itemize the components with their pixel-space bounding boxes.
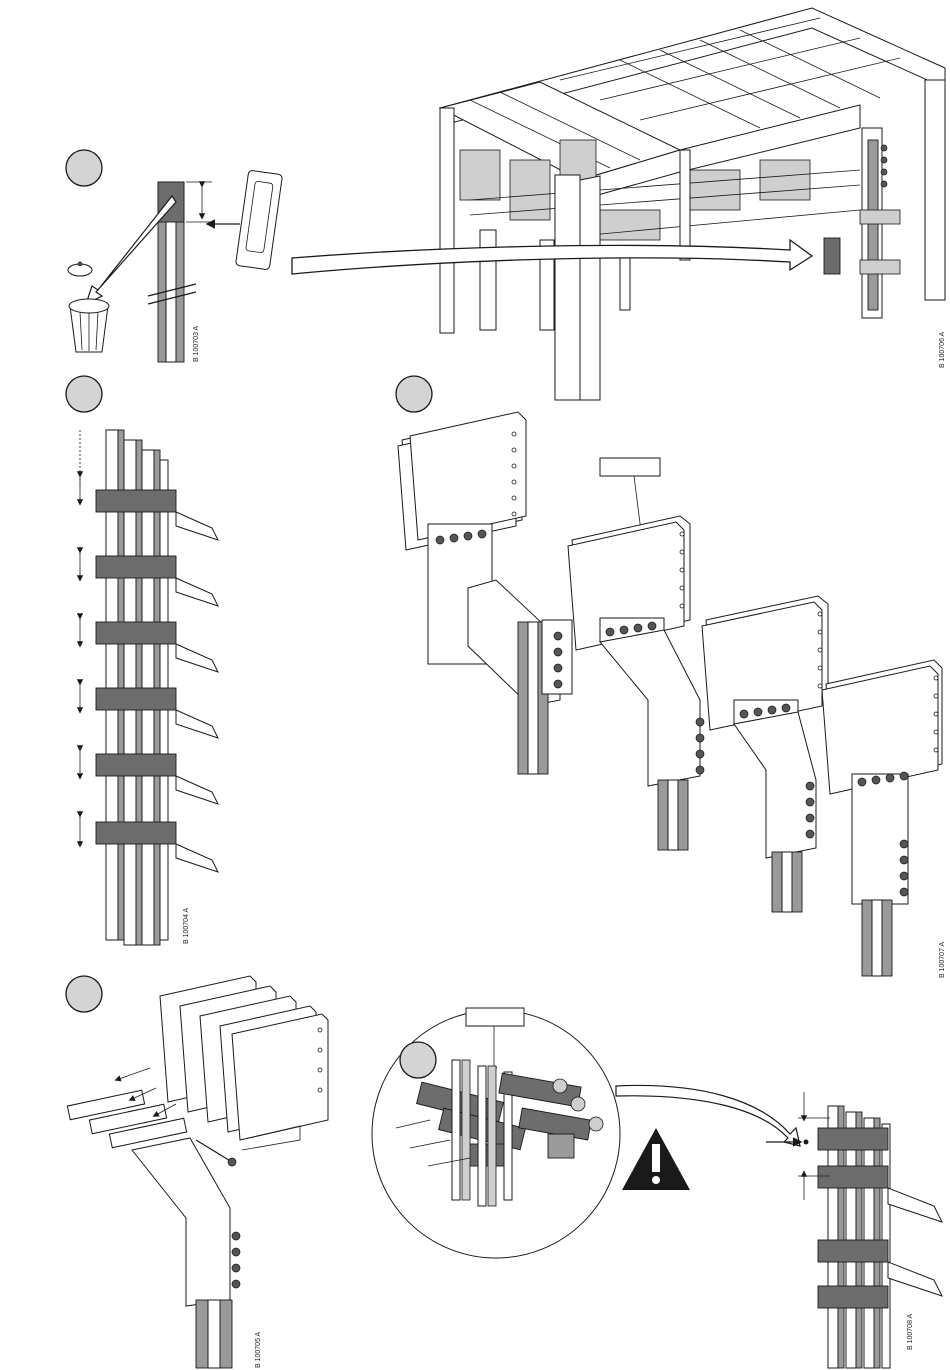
cubicle-figure-ref: B 100706 A	[939, 331, 946, 368]
step5-callout-box	[466, 1008, 524, 1026]
step3-connection-2	[568, 516, 704, 850]
step3-connection-1	[398, 412, 572, 774]
step3-callout-box	[600, 458, 660, 476]
step1-busbar	[148, 182, 196, 362]
step2-figure-ref: B 100704 A	[183, 907, 190, 944]
step-2-badge	[66, 376, 102, 412]
step4-figure-ref: B 100705 A	[255, 1331, 262, 1368]
step5-detail-arrow	[616, 1085, 800, 1146]
step3-figure-ref: B 100707 A	[939, 941, 946, 978]
step-3-badge	[396, 376, 432, 412]
step1-spacer-card	[235, 170, 282, 270]
step-5-badge	[400, 1042, 436, 1078]
step3-connection-3	[702, 596, 828, 912]
step1-dimension	[186, 182, 212, 222]
step1-figure-ref: B 100703 A	[193, 325, 200, 362]
switchboard-cubicle	[440, 8, 945, 400]
step5-figure-ref: B 100708 A	[907, 1313, 914, 1350]
step4-plates	[160, 976, 328, 1140]
step-1-badge	[66, 150, 102, 186]
step-4-badge	[66, 976, 102, 1012]
warning-triangle-icon	[622, 1128, 690, 1190]
step3-connection-4	[822, 660, 942, 976]
trash-bin-icon	[68, 262, 109, 352]
